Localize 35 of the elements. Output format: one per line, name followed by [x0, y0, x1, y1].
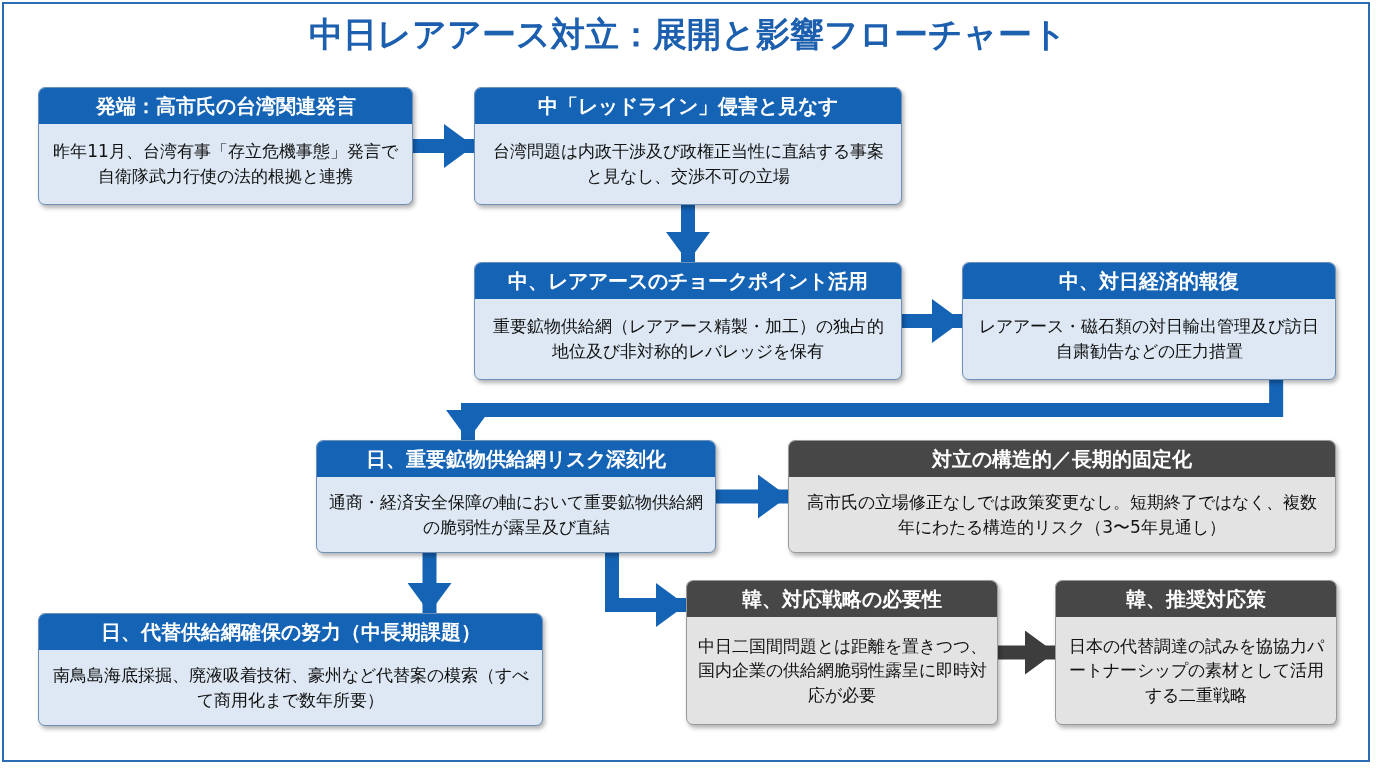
card-description: 高市氏の立場修正なしでは政策変更なし。短期終了ではなく、複数年にわたる構造的リスク（3〜5年見通し）	[806, 490, 1318, 539]
process-card	[38, 87, 413, 205]
process-card	[788, 440, 1336, 553]
chart-title: 中日レアアース対立：展開と影響フローチャート	[308, 13, 1068, 56]
arrow	[716, 474, 788, 519]
card-description: 中日二国間問題とは距離を置きつつ、国内企業の供給網脆弱性露呈に即時対応が必要	[697, 634, 987, 707]
card-description: 台湾問題は内政干渉及び政権正当性に直結する事案と見なし、交渉不可の立場	[491, 140, 885, 188]
card-heading: 韓、推奨対応策	[1056, 581, 1336, 617]
process-card	[38, 613, 543, 726]
card-heading: 韓、対応戦略の必要性	[687, 581, 997, 617]
card-heading: 日、代替供給網確保の努力（中長期課題）	[39, 614, 542, 650]
arrow	[902, 299, 962, 343]
process-card	[962, 262, 1336, 380]
arrow	[413, 124, 474, 168]
process-card	[474, 87, 902, 205]
process-card	[686, 580, 998, 725]
process-card	[316, 440, 716, 553]
card-description: レアアース・磁石類の対日輸出管理及び訪日自粛勧告などの圧力措置	[978, 315, 1320, 363]
card-description: 日本の代替調達の試みを協協力パートナーシップの素材として活用する二重戦略	[1067, 634, 1325, 707]
arrow	[998, 630, 1055, 675]
card-heading: 日、重要鉱物供給網リスク深刻化	[317, 441, 715, 477]
card-description: 重要鉱物供給網（レアアース精製・加工）の独占的地位及び非対称的レバレッジを保有	[491, 315, 885, 363]
card-heading: 中、レアアースのチョークポイント活用	[475, 263, 901, 299]
process-card	[474, 262, 902, 380]
arrow	[666, 205, 710, 262]
card-description: 通商・経済安全保障の軸において重要鉱物供給網の脆弱性が露呈及び直結	[328, 490, 704, 539]
arrow	[407, 553, 452, 613]
card-heading: 発端：高市氏の台湾関連発言	[39, 88, 412, 124]
card-description: 南鳥島海底採掘、廃液吸着技術、豪州など代替案の模索（すべて商用化まで数年所要）	[51, 663, 530, 712]
process-card	[1055, 580, 1337, 725]
card-description: 昨年11月、台湾有事「存立危機事態」発言で自衛隊武力行使の法的根拠と連携	[52, 140, 399, 188]
card-heading: 対立の構造的／長期的固定化	[789, 441, 1335, 477]
card-heading: 中「レッドライン」侵害と見なす	[475, 88, 901, 124]
arrow	[446, 380, 1284, 440]
card-heading: 中、対日経済的報復	[963, 263, 1335, 299]
